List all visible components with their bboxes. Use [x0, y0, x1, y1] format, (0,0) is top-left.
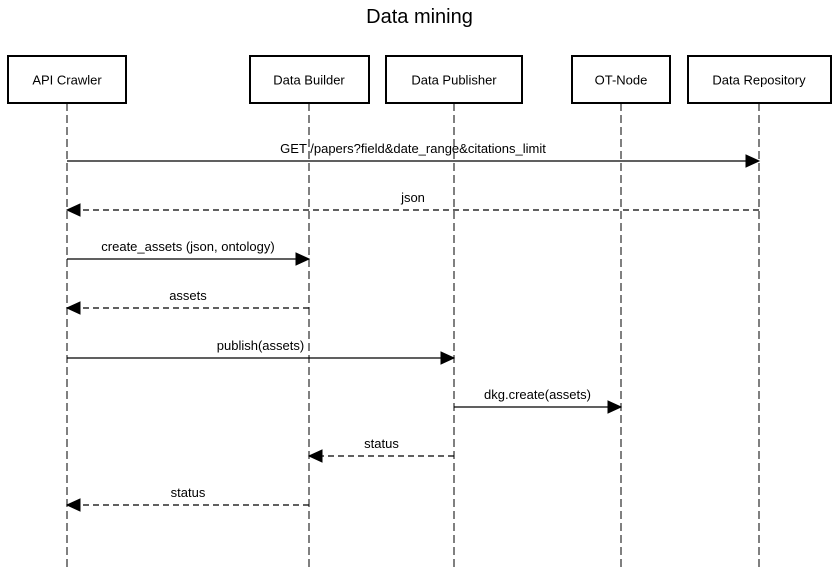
arrowhead-icon — [295, 252, 311, 266]
actor-repo: Data Repository — [687, 55, 832, 104]
actor-publisher: Data Publisher — [385, 55, 523, 104]
arrowhead-icon — [65, 498, 81, 512]
arrowhead-icon — [745, 154, 761, 168]
message-2: json — [65, 190, 759, 217]
actor-box-crawler — [7, 55, 127, 104]
lifelines — [66, 103, 760, 567]
actor-label-repo: Data Repository — [712, 73, 806, 88]
message-label-5: publish(assets) — [217, 338, 304, 353]
message-label-2: json — [400, 190, 425, 205]
message-8: status — [65, 485, 309, 512]
actor-box-builder — [249, 55, 370, 104]
diagram-title: Data mining — [366, 6, 473, 28]
actors: API Crawler Data Builder Data Publisher OT-… — [7, 55, 832, 104]
arrowhead-icon — [607, 400, 623, 414]
message-label-6: dkg.create(assets) — [484, 387, 591, 402]
message-label-3: create_assets (json, ontology) — [101, 239, 274, 254]
actor-box-repo — [687, 55, 832, 104]
arrowhead-icon — [307, 449, 323, 463]
message-label-1: GET /papers?field&date_range&citations_l… — [280, 141, 546, 156]
message-4: assets — [65, 288, 309, 315]
actor-label-otnode: OT-Node — [595, 73, 648, 88]
message-1: GET /papers?field&date_range&citations_l… — [67, 141, 761, 168]
actor-builder: Data Builder — [249, 55, 370, 104]
actor-box-otnode — [571, 55, 671, 104]
message-label-7: status — [364, 436, 399, 451]
message-3: create_assets (json, ontology) — [67, 239, 311, 266]
actor-box-publisher — [385, 55, 523, 104]
actor-label-crawler: API Crawler — [32, 73, 102, 88]
actor-crawler: API Crawler — [7, 55, 127, 104]
arrowhead-icon — [440, 351, 456, 365]
actor-label-publisher: Data Publisher — [411, 73, 497, 88]
message-6: dkg.create(assets) — [454, 387, 623, 414]
message-label-4: assets — [169, 288, 207, 303]
messages: GET /papers?field&date_range&citations_l… — [65, 141, 761, 512]
arrowhead-icon — [65, 301, 81, 315]
message-5: publish(assets) — [67, 338, 456, 365]
message-label-8: status — [171, 485, 206, 500]
arrowhead-icon — [65, 203, 81, 217]
message-7: status — [307, 436, 454, 463]
actor-otnode: OT-Node — [571, 55, 671, 104]
actor-label-builder: Data Builder — [273, 73, 345, 88]
